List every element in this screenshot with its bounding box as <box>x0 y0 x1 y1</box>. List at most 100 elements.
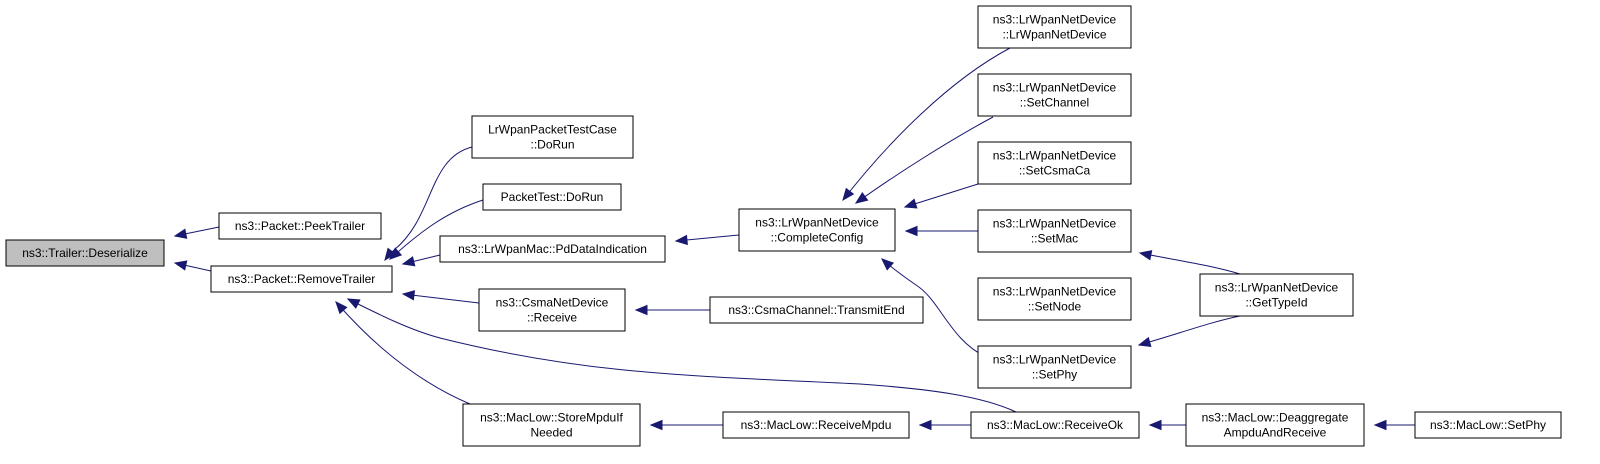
edge-line <box>347 298 1017 413</box>
node-lrwpanmac-pddataindication[interactable]: ns3::LrWpanMac::PdDataIndication <box>439 235 666 263</box>
node-lrwpannetdevice-setmac[interactable]: ns3::LrWpanNetDevice::SetMac <box>977 209 1132 253</box>
edge-lrwpannetdevice_completeconfig-to-lrwpanmac_pddataindication <box>674 234 740 246</box>
edges-layer <box>173 47 1415 431</box>
arrowhead <box>1138 250 1153 261</box>
edge-maclow_receivempdu-to-maclow_storempduifneeded <box>649 419 723 431</box>
edge-lrwpannetdevice_setmac-to-lrwpannetdevice_completeconfig <box>904 225 978 237</box>
node-packettest-dorun[interactable]: PacketTest::DoRun <box>482 183 622 211</box>
edge-maclow_receiveok-to-packet_removetrailer <box>346 298 1017 413</box>
arrowhead <box>649 419 663 431</box>
node-box <box>482 183 622 211</box>
node-csmanetdevice-receive[interactable]: ns3::CsmaNetDevice::Receive <box>478 288 626 332</box>
node-label: ns3::LrWpanNetDevice <box>755 216 879 230</box>
node-lrwpannetdevice-setcsmaca[interactable]: ns3::LrWpanNetDevice::SetCsmaCa <box>977 141 1132 185</box>
node-box <box>977 5 1132 49</box>
node-maclow-receivempdu[interactable]: ns3::MacLow::ReceiveMpdu <box>722 411 910 439</box>
node-label: ns3::LrWpanNetDevice <box>993 81 1117 95</box>
node-label: ns3::LrWpanMac::PdDataIndication <box>458 242 647 256</box>
node-label: ::CompleteConfig <box>771 231 864 245</box>
node-label: ns3::MacLow::Deaggregate <box>1202 411 1349 425</box>
node-box <box>970 411 1140 439</box>
node-label: ns3::LrWpanNetDevice <box>993 217 1117 231</box>
node-box <box>1185 403 1365 447</box>
arrowhead <box>1373 419 1387 431</box>
arrowhead <box>881 258 895 271</box>
edge-maclow_receiveok-to-maclow_receivempdu <box>918 419 971 431</box>
arrowhead <box>674 234 688 246</box>
node-box <box>977 141 1132 185</box>
edge-lrwpannetdevice_setphy-to-lrwpannetdevice_completeconfig <box>881 258 987 358</box>
arrowhead <box>384 247 397 262</box>
node-label: ::SetMac <box>1031 232 1078 246</box>
node-packet-removetrailer[interactable]: ns3::Packet::RemoveTrailer <box>210 265 393 293</box>
node-box <box>709 296 924 324</box>
node-label: ns3::LrWpanNetDevice <box>993 13 1117 27</box>
node-box <box>478 288 626 332</box>
node-lrwpanpackettestcase-dorun[interactable]: LrWpanPacketTestCase::DoRun <box>471 115 634 159</box>
node-label: ns3::CsmaNetDevice <box>496 296 609 310</box>
node-lrwpannetdevice-setnode[interactable]: ns3::LrWpanNetDevice::SetNode <box>977 277 1132 321</box>
node-box <box>218 212 382 240</box>
node-label: ::SetCsmaCa <box>1019 164 1091 178</box>
edge-packet_removetrailer-to-trailer_deserialize <box>173 260 212 272</box>
node-box <box>1199 273 1354 317</box>
edge-maclow_deaggregateampduandreceive-to-maclow_receiveok <box>1148 419 1186 431</box>
edge-line <box>1139 252 1241 275</box>
node-box <box>977 73 1132 117</box>
node-label: ::SetPhy <box>1032 368 1077 382</box>
edge-csmanetdevice_receive-to-packet_removetrailer <box>401 290 480 304</box>
edge-packettest_dorun-to-packet_removetrailer <box>389 199 484 260</box>
node-label: ns3::CsmaChannel::TransmitEnd <box>728 303 904 317</box>
edge-line <box>842 47 1011 201</box>
edge-lrwpannetdevice_gettypeid-to-lrwpannetdevice_setmac <box>1138 250 1241 275</box>
edge-lrwpannetdevice_gettypeid-to-lrwpannetdevice_setphy <box>1137 315 1241 347</box>
node-lrwpannetdevice-setchannel[interactable]: ns3::LrWpanNetDevice::SetChannel <box>977 73 1132 117</box>
node-label: PacketTest::DoRun <box>501 190 604 204</box>
edge-maclow_storempduifneeded-to-packet_removetrailer <box>335 301 471 405</box>
arrowhead <box>401 256 416 267</box>
node-trailer-deserialize[interactable]: ns3::Trailer::Deserialize <box>5 239 165 267</box>
node-label: ns3::LrWpanNetDevice <box>993 149 1117 163</box>
nodes-layer: ns3::Trailer::Deserialize ns3::Packet::Pe… <box>5 5 1562 447</box>
arrowhead <box>1148 419 1162 431</box>
node-label: ::Receive <box>527 311 577 325</box>
arrowhead <box>634 304 648 316</box>
node-label: ::GetTypeId <box>1245 296 1307 310</box>
arrowhead <box>389 247 403 260</box>
node-box <box>1414 411 1562 439</box>
edge-packet_peektrailer-to-trailer_deserialize <box>173 226 220 239</box>
edge-line <box>389 199 484 260</box>
node-lrwpannetdevice-lrwpannetdevice[interactable]: ns3::LrWpanNetDevice::LrWpanNetDevice <box>977 5 1132 49</box>
edge-lrwpanmac_pddataindication-to-packet_removetrailer <box>401 254 441 267</box>
node-label: ::LrWpanNetDevice <box>1002 28 1106 42</box>
arrowhead <box>903 198 918 209</box>
node-lrwpannetdevice-gettypeid[interactable]: ns3::LrWpanNetDevice::GetTypeId <box>1199 273 1354 317</box>
node-csmachannel-transmitend[interactable]: ns3::CsmaChannel::TransmitEnd <box>709 296 924 324</box>
node-box <box>722 411 910 439</box>
edge-lrwpanpackettestcase_dorun-to-packet_removetrailer <box>384 146 473 262</box>
arrowhead <box>854 192 869 204</box>
node-label: ns3::Trailer::Deserialize <box>22 246 148 260</box>
node-label: ::DoRun <box>530 138 574 152</box>
node-label: Needed <box>530 426 572 440</box>
node-packet-peektrailer[interactable]: ns3::Packet::PeekTrailer <box>218 212 382 240</box>
node-label: LrWpanPacketTestCase <box>488 123 617 137</box>
arrowhead <box>173 260 188 271</box>
node-box <box>462 403 641 447</box>
node-lrwpannetdevice-setphy[interactable]: ns3::LrWpanNetDevice::SetPhy <box>977 345 1132 389</box>
node-label: ns3::LrWpanNetDevice <box>1215 281 1339 295</box>
edge-line <box>402 293 480 304</box>
node-maclow-receiveok[interactable]: ns3::MacLow::ReceiveOk <box>970 411 1140 439</box>
node-lrwpannetdevice-completeconfig[interactable]: ns3::LrWpanNetDevice::CompleteConfig <box>738 208 896 252</box>
node-label: ns3::Packet::PeekTrailer <box>235 219 365 233</box>
node-label: ns3::MacLow::ReceiveOk <box>987 418 1124 432</box>
node-box <box>977 345 1132 389</box>
node-label: ::SetNode <box>1028 300 1082 314</box>
arrowhead <box>918 419 932 431</box>
node-maclow-setphy[interactable]: ns3::MacLow::SetPhy <box>1414 411 1562 439</box>
edge-csmachannel_transmitend-to-csmanetdevice_receive <box>634 304 710 316</box>
